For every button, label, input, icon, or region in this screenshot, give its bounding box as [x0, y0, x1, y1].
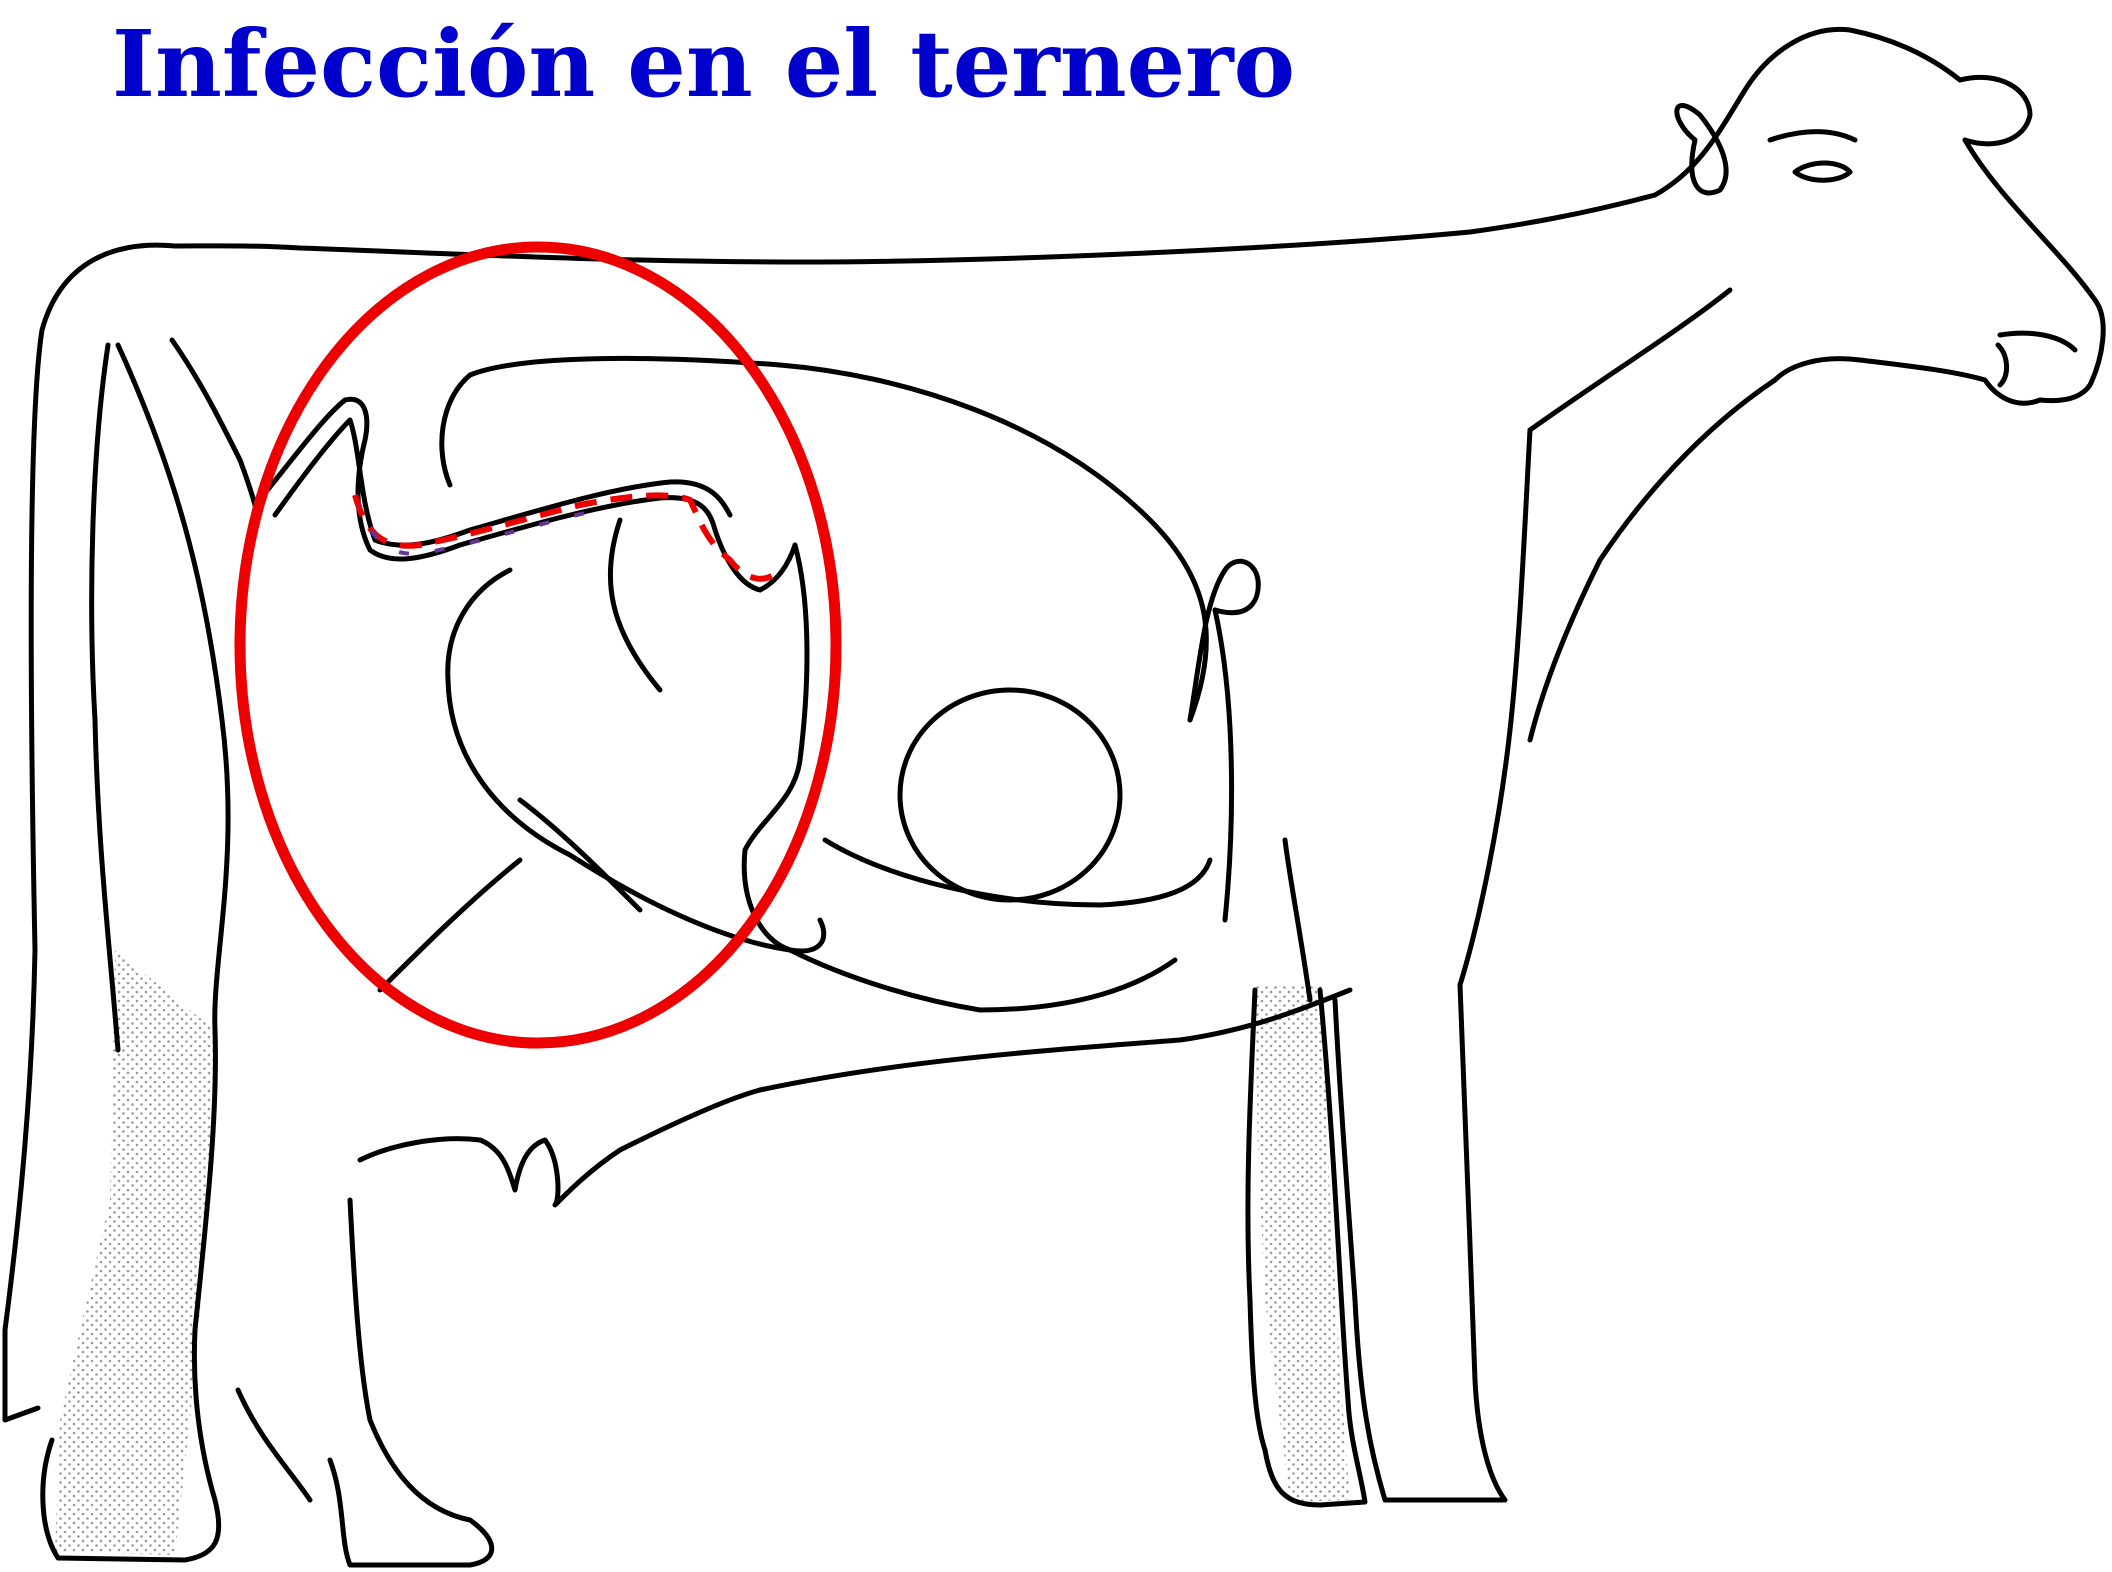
rumen-left — [439, 372, 473, 488]
slide-title: Infección en el ternero — [112, 10, 1296, 118]
intestine-inner — [272, 417, 733, 548]
diaphragm — [1212, 607, 1235, 923]
near-front-leg — [1332, 982, 1508, 1503]
belly — [757, 987, 1353, 1093]
tail — [2, 242, 178, 1423]
highlight-circle — [234, 241, 842, 1049]
far-front-leg — [1245, 987, 1368, 1508]
back-line — [172, 192, 1658, 265]
hindquarter-inner — [377, 857, 523, 993]
udder — [357, 1087, 763, 1208]
infection-path — [352, 492, 783, 582]
neck-top — [1652, 26, 1963, 198]
nostril — [1995, 342, 2009, 388]
leg-shading — [55, 950, 1350, 1555]
eye — [1792, 160, 1853, 183]
reticulum — [822, 837, 1213, 908]
rectum-loop — [169, 337, 260, 515]
shoulder — [1282, 837, 1313, 1003]
hind-leg-front — [327, 1197, 495, 1568]
hind-leg-back — [40, 342, 231, 1563]
intestine-lower — [787, 947, 1178, 1013]
chest — [1457, 427, 1533, 988]
abomasum-fold — [607, 517, 663, 693]
jaw — [1527, 377, 1778, 743]
liver — [897, 687, 1123, 903]
ear — [1957, 74, 2033, 147]
brow — [1767, 129, 1858, 143]
hind-hock — [235, 1387, 313, 1503]
neck-bottom — [1527, 287, 1733, 433]
esophagus — [1187, 558, 1261, 723]
cow-outline — [2, 26, 2106, 1568]
tail-inner — [89, 342, 121, 1053]
abomasum-fold-2 — [517, 797, 643, 913]
ear-left — [1674, 103, 1729, 196]
face — [1772, 137, 2106, 406]
muzzle — [1997, 330, 2078, 353]
rumen — [467, 355, 1209, 723]
